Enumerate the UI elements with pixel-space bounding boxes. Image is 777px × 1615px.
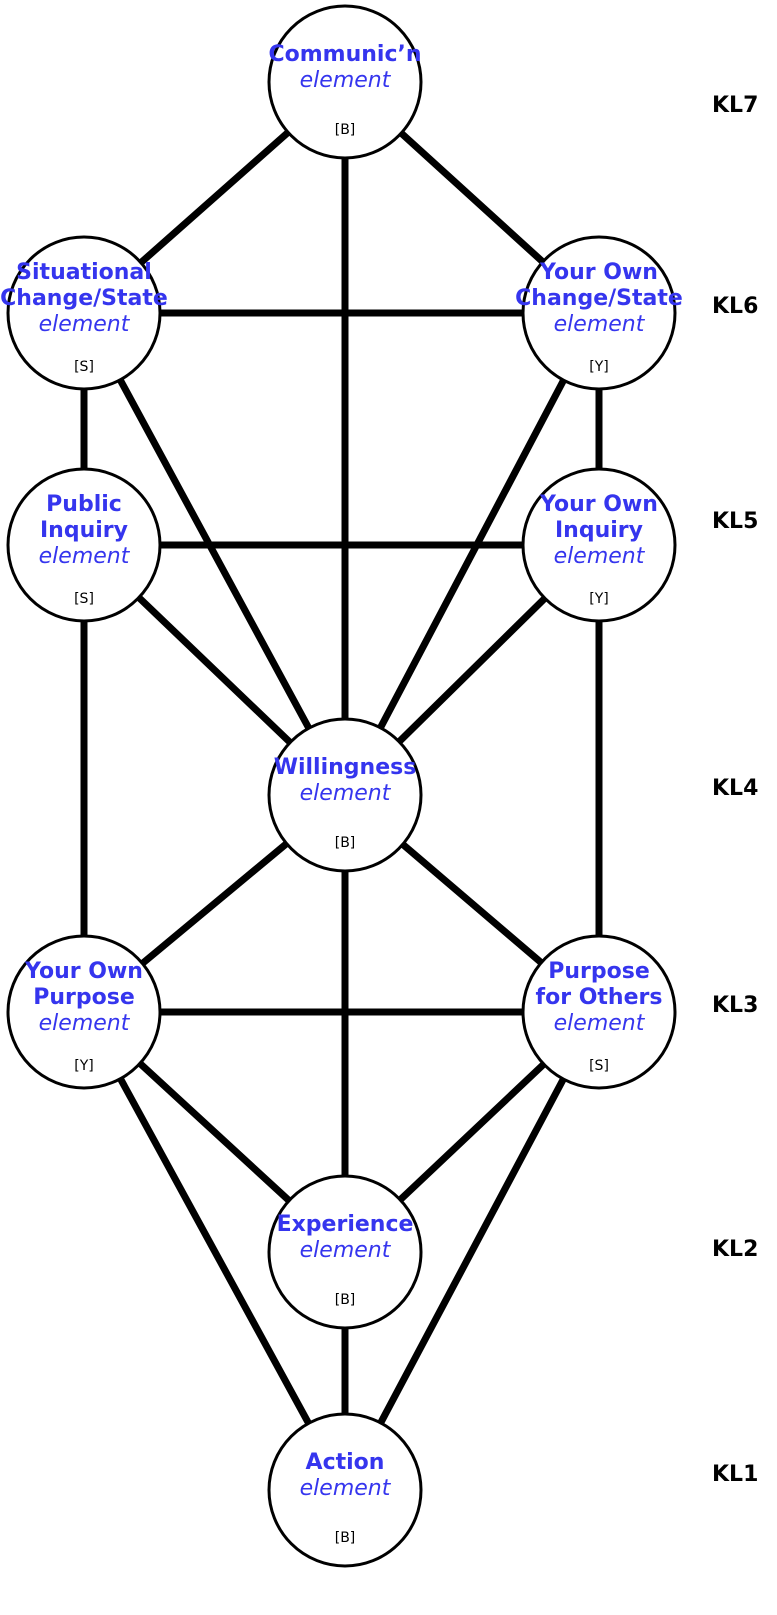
node-circle [6, 467, 162, 623]
node-tag: [B] [335, 122, 356, 138]
node-circle [521, 467, 677, 623]
node-title: Willingness [274, 755, 417, 780]
node-tag: [S] [74, 359, 94, 375]
node-subtitle: element [300, 1476, 392, 1501]
node-title: Action [306, 1450, 385, 1475]
nodes-layer: Communic’nelement[B]SituationalChange/St… [0, 4, 683, 1568]
node-title: Change/State [515, 286, 683, 311]
node-tag: [Y] [74, 1058, 93, 1074]
node-subtitle: element [300, 781, 392, 806]
node-tag: [Y] [589, 591, 608, 607]
node-subtitle: element [39, 312, 131, 337]
node-title: Purpose [548, 959, 650, 984]
node-title: Experience [277, 1212, 414, 1237]
node-title: Communic’n [268, 42, 421, 67]
node-tag: [B] [335, 1292, 356, 1308]
node-circle [267, 717, 423, 873]
edge-situational-willingness [80, 311, 349, 797]
level-label-kl3: KL3 [712, 993, 758, 1018]
level-label-kl2: KL2 [712, 1237, 758, 1262]
node-subtitle: element [554, 544, 646, 569]
node-tag: [S] [589, 1058, 609, 1074]
level-label-kl7: KL7 [712, 93, 758, 118]
level-label-kl6: KL6 [712, 294, 758, 319]
node-title: Your Own [539, 260, 658, 285]
node-subtitle: element [554, 1011, 646, 1036]
edge-own-purpose-action [80, 1010, 349, 1492]
node-circle [521, 235, 677, 391]
level-label-kl5: KL5 [712, 509, 758, 534]
node-title: Your Own [539, 492, 658, 517]
node-circle [6, 934, 162, 1090]
node-subtitle: element [39, 544, 131, 569]
node-subtitle: element [300, 1238, 392, 1263]
node-title: Public [46, 492, 122, 517]
node-title: Inquiry [40, 518, 128, 543]
node-title: Purpose [33, 985, 135, 1010]
node-circle [6, 235, 162, 391]
node-tag: [S] [74, 591, 94, 607]
node-circle [267, 1412, 423, 1568]
node-subtitle: element [39, 1011, 131, 1036]
node-title: Situational [16, 260, 152, 285]
node-title: for Others [536, 985, 663, 1010]
node-title: Your Own [24, 959, 143, 984]
node-subtitle: element [300, 68, 392, 93]
edge-own-change-willingness [341, 311, 603, 797]
node-subtitle: element [554, 312, 646, 337]
node-circle [521, 934, 677, 1090]
edge-purpose-others-action [341, 1010, 603, 1492]
node-circle [267, 1174, 423, 1330]
node-tag: [Y] [589, 359, 608, 375]
node-tag: [B] [335, 835, 356, 851]
level-label-kl1: KL1 [712, 1462, 758, 1487]
level-label-kl4: KL4 [712, 776, 758, 801]
node-title: Change/State [0, 286, 168, 311]
node-tag: [B] [335, 1530, 356, 1546]
node-circle [267, 4, 423, 160]
node-title: Inquiry [555, 518, 643, 543]
